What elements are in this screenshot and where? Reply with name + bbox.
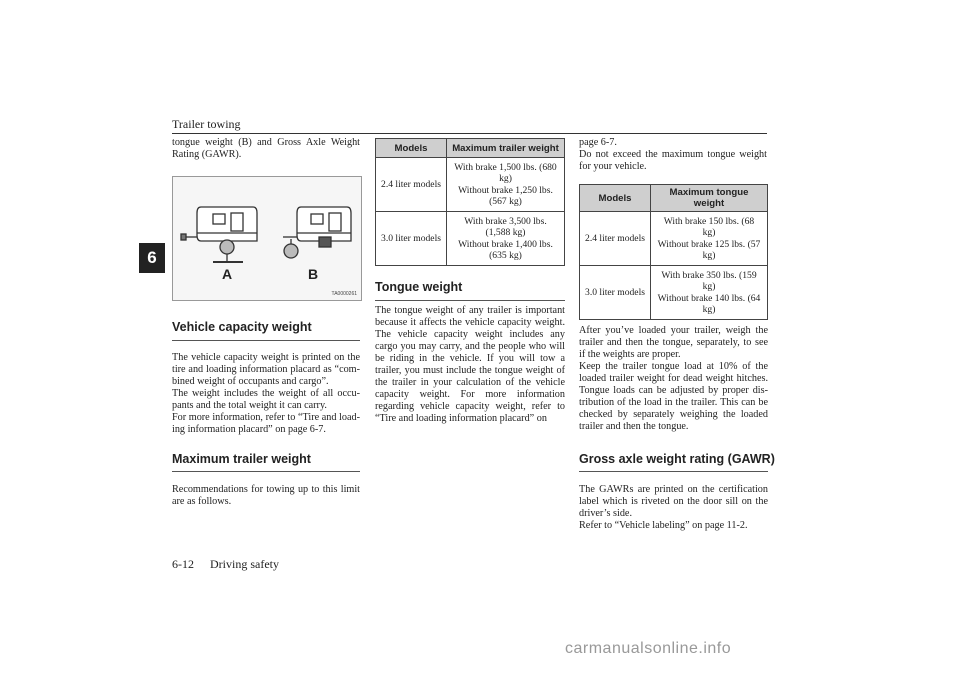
max-tongue-weight-table: Models Maximum tongue weight 2.4 liter m… <box>579 184 768 320</box>
after-loading-p1: After you’ve loaded your trailer, weigh … <box>579 325 768 360</box>
weight-line: Without brake 140 lbs. (64 <box>657 292 761 304</box>
table-header-models: Models <box>579 184 651 212</box>
table-row: 3.0 liter models With brake 350 lbs. (15… <box>579 265 768 320</box>
table-row: 2.4 liter models With brake 1,500 lbs. (… <box>375 157 565 212</box>
section-name: Driving safety <box>210 557 279 571</box>
figure-label-a: A <box>222 266 232 282</box>
tongue-weight-text: The tongue weight of any trailer is impo… <box>375 305 565 424</box>
intro-paragraph: tongue weight (B) and Gross Axle Weight … <box>172 137 360 160</box>
heading-rule <box>375 300 565 301</box>
vehicle-capacity-text: The vehicle capacity weight is printed o… <box>172 352 360 436</box>
header-rule <box>172 133 767 134</box>
weight-line: Without brake 1,250 lbs. <box>458 184 553 196</box>
weight-line: With brake 1,500 lbs. (680 <box>454 161 557 173</box>
table-cell-weight: With brake 3,500 lbs. (1,588 kg) Without… <box>446 211 565 266</box>
trailer-a-drawing <box>180 206 258 263</box>
heading-gawr: Gross axle weight rating (GAWR) <box>579 452 775 466</box>
table-cell-weight: With brake 150 lbs. (68 kg) Without brak… <box>650 211 768 266</box>
table-cell-model: 3.0 liter models <box>375 211 447 266</box>
table-row: 2.4 liter models With brake 150 lbs. (68… <box>579 211 768 266</box>
weight-line: kg) <box>499 173 512 184</box>
heading-maximum-trailer-weight: Maximum trailer weight <box>172 452 311 466</box>
gawr-p2: Refer to “Vehicle labeling” on page 11-2… <box>579 520 748 531</box>
table-cell-model: 3.0 liter models <box>579 265 651 320</box>
chapter-tab: 6 <box>139 243 165 273</box>
weight-line: kg) <box>702 304 716 315</box>
heading-tongue-weight: Tongue weight <box>375 280 463 294</box>
table-cell-model: 2.4 liter models <box>375 157 447 212</box>
vehicle-capacity-p3: For more information, refer to “Tire and… <box>172 412 360 435</box>
weight-line: With brake 150 lbs. (68 <box>663 215 755 227</box>
weight-line: kg) <box>702 250 716 261</box>
table-cell-weight: With brake 1,500 lbs. (680 kg) Without b… <box>446 157 565 212</box>
watermark: carmanualsonline.info <box>565 640 732 657</box>
weight-line: (567 kg) <box>489 196 522 207</box>
weight-line: kg) <box>702 227 716 238</box>
after-loading-p2: Keep the trailer tongue load at 10% of t… <box>579 361 768 432</box>
weight-line: kg) <box>702 281 716 292</box>
figure-label-b: B <box>308 266 318 282</box>
heading-rule <box>172 471 360 472</box>
table-header-max-tongue: Maximum tongue weight <box>650 184 768 212</box>
vehicle-capacity-p2: The weight includes the weight of all oc… <box>172 388 360 411</box>
gawr-p1: The GAWRs are printed on the certificati… <box>579 484 768 519</box>
continued-p2: Do not exceed the maximum tongue weight … <box>579 149 767 172</box>
weight-line: With brake 350 lbs. (159 <box>661 269 757 281</box>
weight-line: (1,588 kg) <box>485 227 526 238</box>
table-cell-weight: With brake 350 lbs. (159 kg) Without bra… <box>650 265 768 320</box>
page-number: 6-12 <box>172 557 194 571</box>
after-loading-text: After you’ve loaded your trailer, weigh … <box>579 325 768 433</box>
weight-line: With brake 3,500 lbs. <box>464 215 547 227</box>
weight-line: (635 kg) <box>489 250 522 261</box>
heading-rule <box>579 471 768 472</box>
weight-line: Without brake 1,400 lbs. <box>458 238 553 250</box>
figure-code: TA0000261 <box>332 291 358 297</box>
continued-p1: page 6-7. <box>579 137 617 148</box>
continued-text: page 6-7. Do not exceed the maximum tong… <box>579 137 767 173</box>
weight-line: Without brake 125 lbs. (57 <box>657 238 761 250</box>
vehicle-capacity-p1: The vehicle capacity weight is printed o… <box>172 352 360 387</box>
table-row: 3.0 liter models With brake 3,500 lbs. (… <box>375 211 565 266</box>
gawr-text: The GAWRs are printed on the certificati… <box>579 484 768 532</box>
heading-rule <box>172 340 360 341</box>
max-trailer-text: Recommendations for towing up to this li… <box>172 484 360 507</box>
heading-vehicle-capacity-weight: Vehicle capacity weight <box>172 320 312 334</box>
trailer-figure: A B TA0000261 <box>172 176 362 301</box>
max-trailer-weight-table: Models Maximum trailer weight 2.4 liter … <box>375 138 565 266</box>
trailer-illustration: A B TA0000261 <box>180 206 358 297</box>
running-header-title: Trailer towing <box>172 117 241 131</box>
table-header-models: Models <box>375 138 447 158</box>
trailer-b-drawing <box>283 206 352 259</box>
table-cell-model: 2.4 liter models <box>579 211 651 266</box>
table-header-max-trailer: Maximum trailer weight <box>446 138 565 158</box>
